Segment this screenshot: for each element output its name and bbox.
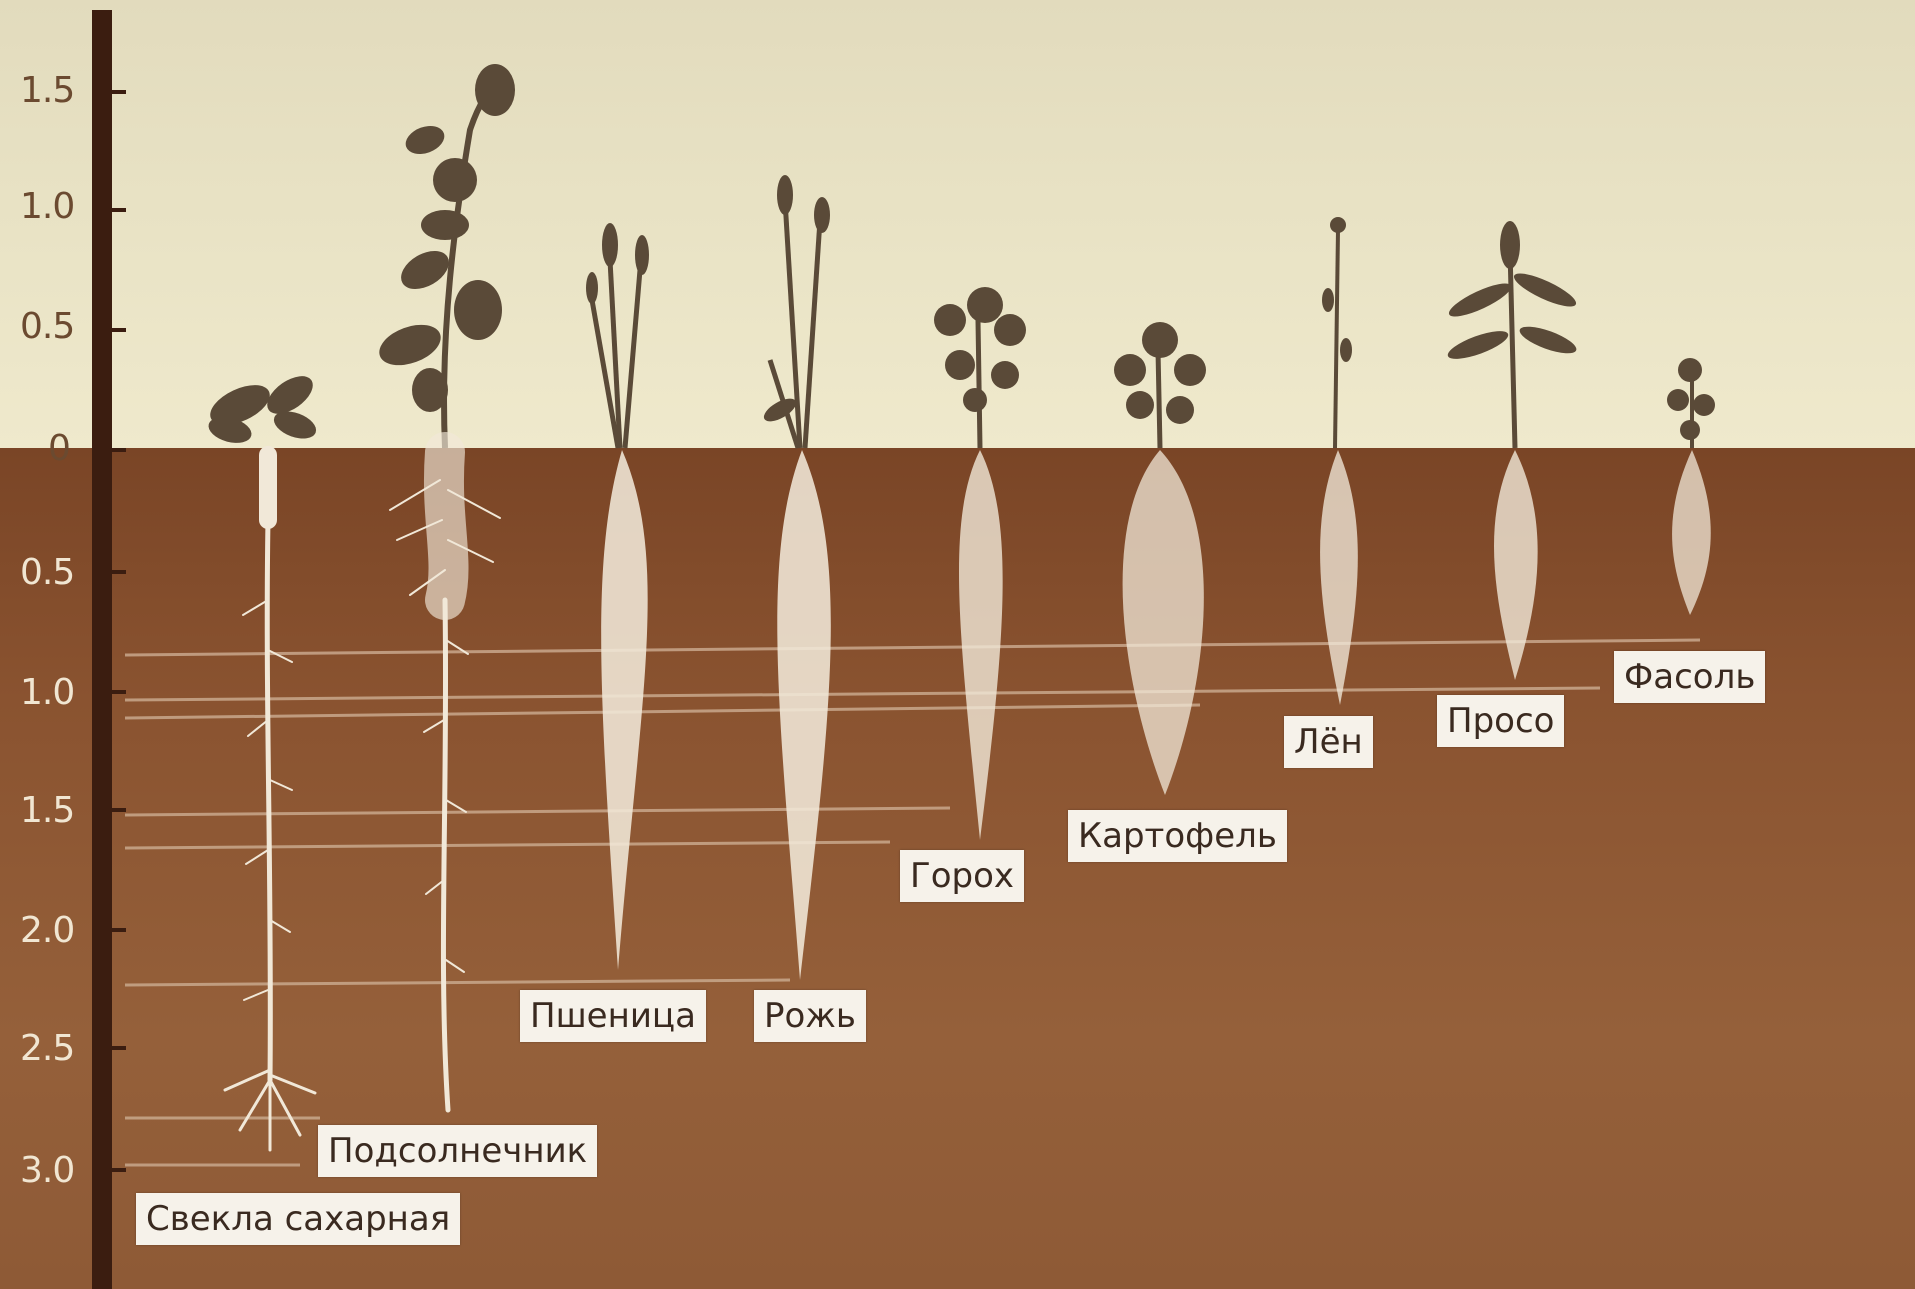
plant-label-pea: Горох xyxy=(900,850,1024,902)
plant-beet xyxy=(204,369,320,1150)
scale-label: 2.5 xyxy=(20,1028,90,1069)
plant-label-bean: Фасоль xyxy=(1614,651,1765,703)
plant-wheat xyxy=(586,223,649,970)
guide-line xyxy=(125,705,1200,718)
scale-tick xyxy=(112,1046,126,1050)
scale-tick xyxy=(112,690,126,694)
scale-tick xyxy=(112,90,126,94)
plant-label-wheat: Пшеница xyxy=(520,990,706,1042)
plant-label-flax: Лён xyxy=(1284,716,1373,768)
scale-label: 0 xyxy=(48,428,118,469)
depth-scale-bar xyxy=(92,10,112,1289)
plant-rye xyxy=(760,175,830,980)
scale-tick xyxy=(112,1168,126,1172)
plant-millet xyxy=(1445,221,1580,680)
plant-label-rye: Рожь xyxy=(754,990,866,1042)
scale-tick xyxy=(112,448,126,452)
scale-label: 0.5 xyxy=(20,552,90,593)
plant-flax xyxy=(1320,217,1358,705)
plant-label-sunflower: Подсолнечник xyxy=(318,1125,597,1177)
guide-line xyxy=(125,842,890,848)
plant-pea xyxy=(934,287,1026,840)
scale-tick xyxy=(112,928,126,932)
scale-label: 2.0 xyxy=(20,910,90,951)
plant-bean xyxy=(1667,358,1715,615)
scale-label: 1.0 xyxy=(20,672,90,713)
scale-tick xyxy=(112,328,126,332)
scale-label: 1.5 xyxy=(20,70,90,111)
scale-label: 1.5 xyxy=(20,790,90,831)
scale-tick xyxy=(112,808,126,812)
scale-tick xyxy=(112,208,126,212)
plant-label-millet: Просо xyxy=(1437,695,1564,747)
plant-label-beet: Свекла сахарная xyxy=(136,1193,460,1245)
plant-potato xyxy=(1114,322,1206,795)
guide-line xyxy=(125,688,1600,700)
guide-line xyxy=(125,808,950,815)
scale-label: 0.5 xyxy=(20,306,90,347)
guide-line xyxy=(125,640,1700,655)
scale-label: 1.0 xyxy=(20,186,90,227)
plant-sunflower xyxy=(374,64,515,1110)
guide-line xyxy=(125,980,790,985)
scale-tick xyxy=(112,570,126,574)
scale-label: 3.0 xyxy=(20,1150,90,1191)
plant-label-potato: Картофель xyxy=(1068,810,1287,862)
